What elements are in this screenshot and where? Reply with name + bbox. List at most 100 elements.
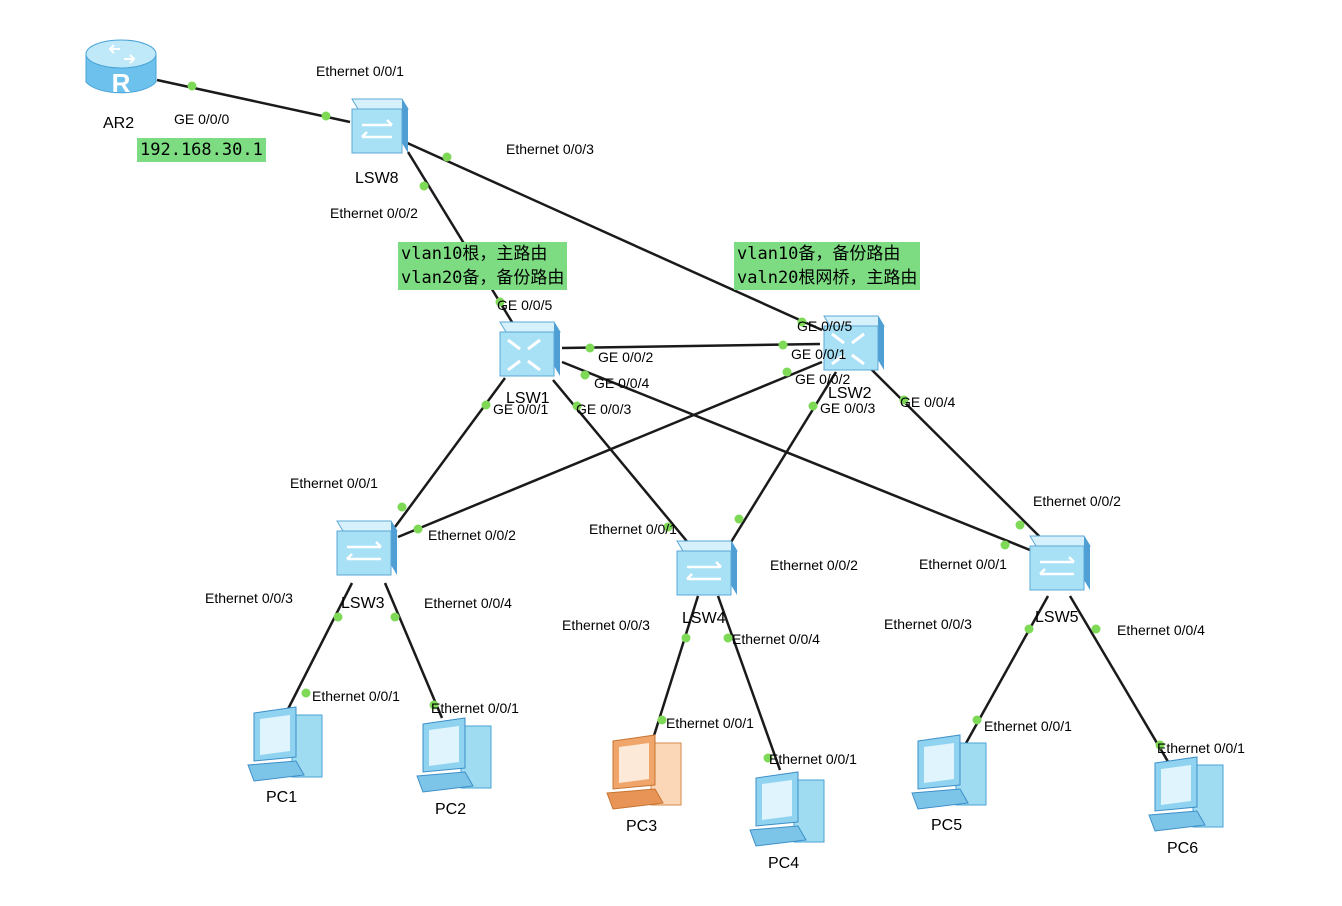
port-label-ar2-ge000: GE 0/0/0 <box>174 111 230 127</box>
link-lsw3-pc2 <box>383 582 444 719</box>
device-name-lsw3: LSW3 <box>341 595 385 612</box>
pc-icon[interactable] <box>413 716 497 794</box>
port-dot <box>1000 540 1010 550</box>
port-dot <box>1091 624 1101 634</box>
port-label-lsw5-e004: Ethernet 0/0/4 <box>1117 622 1205 638</box>
device-name-lsw5: LSW5 <box>1035 609 1079 626</box>
port-label-lsw1-ge001: GE 0/0/1 <box>493 401 549 417</box>
port-dot <box>663 522 673 532</box>
core-switch-icon[interactable] <box>494 318 564 382</box>
port-label-lsw1-ge005: GE 0/0/5 <box>497 297 553 313</box>
port-label-lsw2-ge001: GE 0/0/1 <box>791 346 847 362</box>
port-dot <box>681 633 691 643</box>
port-dot <box>187 81 197 91</box>
port-dot <box>797 317 807 327</box>
port-dot <box>419 181 429 191</box>
port-label-lsw3-e002: Ethernet 0/0/2 <box>428 527 516 543</box>
port-label-lsw5-e002: Ethernet 0/0/2 <box>1033 493 1121 509</box>
port-label-pc4-e001: Ethernet 0/0/1 <box>769 751 857 767</box>
pc-icon[interactable] <box>1145 755 1229 833</box>
port-dot <box>580 370 590 380</box>
port-label-lsw2-ge005: GE 0/0/5 <box>797 318 853 334</box>
port-label-pc3-e001: Ethernet 0/0/1 <box>666 715 754 731</box>
port-dot <box>899 395 909 405</box>
port-label-lsw3-e001: Ethernet 0/0/1 <box>290 475 378 491</box>
link-lsw1-lsw3 <box>393 377 507 528</box>
port-label-pc1-e001: Ethernet 0/0/1 <box>312 688 400 704</box>
link-lsw2-lsw5 <box>869 367 1044 541</box>
device-name-ar2: AR2 <box>103 115 135 132</box>
device-name-lsw2: LSW2 <box>828 385 872 402</box>
port-label-lsw1-ge002: GE 0/0/2 <box>598 349 654 365</box>
link-lsw4-pc4 <box>716 595 782 771</box>
switch-icon[interactable] <box>671 537 741 601</box>
port-dot <box>413 524 423 534</box>
port-label-lsw4-e004: Ethernet 0/0/4 <box>732 631 820 647</box>
device-name-lsw4: LSW4 <box>682 610 726 627</box>
port-label-lsw2-ge004: GE 0/0/4 <box>900 394 956 410</box>
port-dot <box>808 401 818 411</box>
port-dot <box>1024 624 1034 634</box>
link-lsw8-lsw2 <box>404 140 823 332</box>
port-dot <box>782 367 792 377</box>
switch-icon[interactable] <box>331 517 401 581</box>
device-name-lsw1: LSW1 <box>506 390 550 407</box>
link-lsw3-pc1 <box>283 582 354 716</box>
link-lsw8-lsw1 <box>406 151 514 323</box>
lsw2-role-line2: valn20根网桥，主路由 <box>737 268 918 288</box>
device-name-pc1: PC1 <box>266 789 298 806</box>
port-label-pc5-e001: Ethernet 0/0/1 <box>984 718 1072 734</box>
lsw1-role-line2: vlan20备，备份路由 <box>401 268 565 288</box>
port-dot <box>585 343 595 353</box>
port-label-lsw2-ge003: GE 0/0/3 <box>820 400 876 416</box>
pc-icon[interactable] <box>746 770 830 848</box>
pc-icon[interactable] <box>603 733 687 811</box>
port-dot <box>972 715 982 725</box>
link-lsw1-lsw2 <box>561 342 821 350</box>
port-dot <box>763 753 773 763</box>
port-label-pc2-e001: Ethernet 0/0/1 <box>431 700 519 716</box>
lsw1-role-line1: vlan10根，主路由 <box>401 244 548 264</box>
port-label-lsw3-e004: Ethernet 0/0/4 <box>424 595 512 611</box>
port-label-lsw4-e001: Ethernet 0/0/1 <box>589 521 677 537</box>
port-dot <box>333 612 343 622</box>
device-name-pc2: PC2 <box>435 801 467 818</box>
core-switch-icon[interactable] <box>818 312 888 376</box>
ip-address-note: 192.168.30.1 <box>137 138 266 162</box>
port-dot <box>397 502 407 512</box>
port-dot <box>657 715 667 725</box>
port-dots <box>187 81 1165 763</box>
device-name-pc3: PC3 <box>626 818 658 835</box>
switch-icon[interactable] <box>1024 532 1094 596</box>
pc-icon[interactable] <box>244 705 328 783</box>
port-dot <box>723 633 733 643</box>
port-label-lsw2-ge002: GE 0/0/2 <box>795 371 851 387</box>
device-name-pc5: PC5 <box>931 817 963 834</box>
port-dot <box>1155 740 1165 750</box>
port-label-lsw1-ge004: GE 0/0/4 <box>594 375 650 391</box>
port-label-lsw4-e003: Ethernet 0/0/3 <box>562 617 650 633</box>
link-lsw1-lsw5 <box>561 360 1031 552</box>
port-dot <box>481 400 491 410</box>
port-dot <box>321 111 331 121</box>
pc-icon[interactable] <box>908 733 992 811</box>
lsw2-role-note: vlan10备，备份路由 valn20根网桥，主路由 <box>734 242 921 290</box>
port-dot <box>442 152 452 162</box>
link-lsw2-lsw3 <box>397 360 823 539</box>
link-lsw2-lsw4 <box>726 371 838 548</box>
device-name-lsw8: LSW8 <box>355 170 399 187</box>
port-dot <box>429 700 439 710</box>
device-name-pc4: PC4 <box>768 855 800 872</box>
router-icon[interactable]: R <box>82 34 160 102</box>
port-label-lsw5-e001: Ethernet 0/0/1 <box>919 556 1007 572</box>
port-dot <box>495 297 505 307</box>
switch-icon[interactable] <box>346 95 410 159</box>
port-label-pc6-e001: Ethernet 0/0/1 <box>1157 740 1245 756</box>
port-dot <box>734 514 744 524</box>
device-name-pc6: PC6 <box>1167 840 1199 857</box>
lsw2-role-line1: vlan10备，备份路由 <box>737 244 901 264</box>
port-label-lsw4-e002: Ethernet 0/0/2 <box>770 557 858 573</box>
port-label-lsw5-e003: Ethernet 0/0/3 <box>884 616 972 632</box>
lsw1-role-note: vlan10根，主路由 vlan20备，备份路由 <box>398 242 568 290</box>
